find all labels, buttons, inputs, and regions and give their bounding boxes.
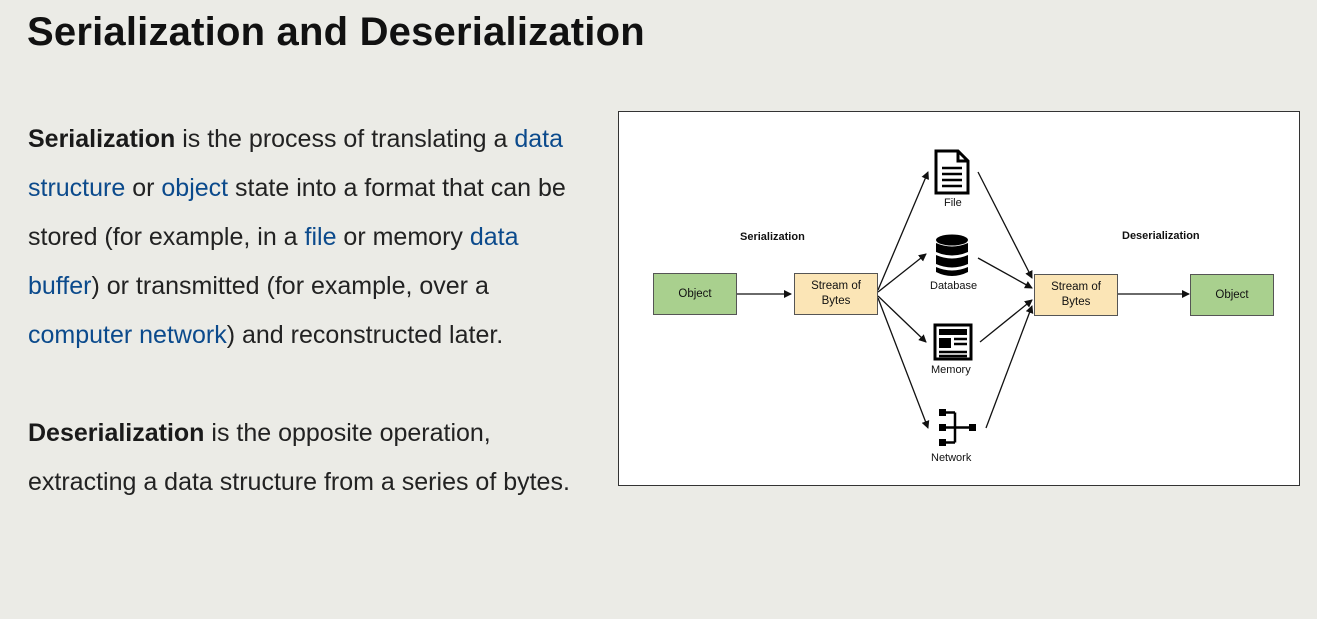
arrow-stream-to-database [877, 253, 927, 293]
arrow-stream-to-memory [877, 295, 927, 343]
object-box-right: Object [1190, 274, 1274, 316]
link-file[interactable]: file [304, 223, 337, 251]
serialization-diagram: Serialization Deserialization Object Str… [618, 111, 1300, 486]
stream-box-left: Stream of Bytes [794, 273, 878, 315]
text-span: is the opposite operation, extracting a … [28, 419, 570, 496]
network-icon [939, 409, 976, 446]
text-span: or [125, 174, 162, 202]
file-icon [934, 149, 970, 195]
object-box-left: Object [653, 273, 737, 315]
stream-box-right: Stream of Bytes [1034, 274, 1118, 316]
arrow-file-to-stream [977, 171, 1033, 279]
deserialization-term: Deserialization [28, 419, 205, 447]
link-computer-network[interactable]: computer network [28, 321, 227, 349]
serialization-label: Serialization [740, 231, 805, 243]
memory-icon [933, 323, 973, 361]
body-text: Serialization is the process of translat… [28, 115, 588, 507]
text-span: state into a format that can be stored (… [28, 174, 566, 251]
memory-label: Memory [931, 364, 971, 376]
deserialization-label: Deserialization [1122, 230, 1200, 242]
arrow-network-to-stream [985, 305, 1034, 429]
diagram-arrows [737, 171, 1190, 429]
stream-label-line1: Stream of [811, 280, 861, 292]
arrow-stream-to-network [877, 297, 930, 429]
text-span: is the process of translating a [175, 125, 515, 153]
text-span: ) or transmitted (for example, over a [91, 272, 489, 300]
database-icon [936, 234, 968, 276]
arrow-stream-to-file [877, 171, 929, 291]
stream-label-line1: Stream of [1051, 281, 1101, 293]
object-label: Object [1215, 288, 1249, 301]
text-span: or memory [336, 223, 470, 251]
arrow-database-to-stream [977, 257, 1033, 289]
stream-label-line2: Bytes [821, 295, 851, 307]
link-data-structure[interactable]: data structure [28, 125, 563, 202]
object-label: Object [678, 287, 712, 300]
stream-label-line2: Bytes [1061, 296, 1091, 308]
file-label: File [944, 197, 962, 209]
arrow-memory-to-stream [979, 299, 1033, 343]
serialization-term: Serialization [28, 125, 176, 153]
database-label: Database [930, 280, 978, 292]
serialization-paragraph: Serialization is the process of translat… [28, 115, 588, 360]
slide-title: Serialization and Deserialization [27, 10, 645, 54]
network-label: Network [931, 452, 972, 464]
deserialization-paragraph: Deserialization is the opposite operatio… [28, 409, 588, 507]
text-span: ) and reconstructed later. [226, 321, 504, 349]
link-object[interactable]: object [161, 174, 229, 202]
link-data-buffer[interactable]: data buffer [28, 223, 519, 300]
